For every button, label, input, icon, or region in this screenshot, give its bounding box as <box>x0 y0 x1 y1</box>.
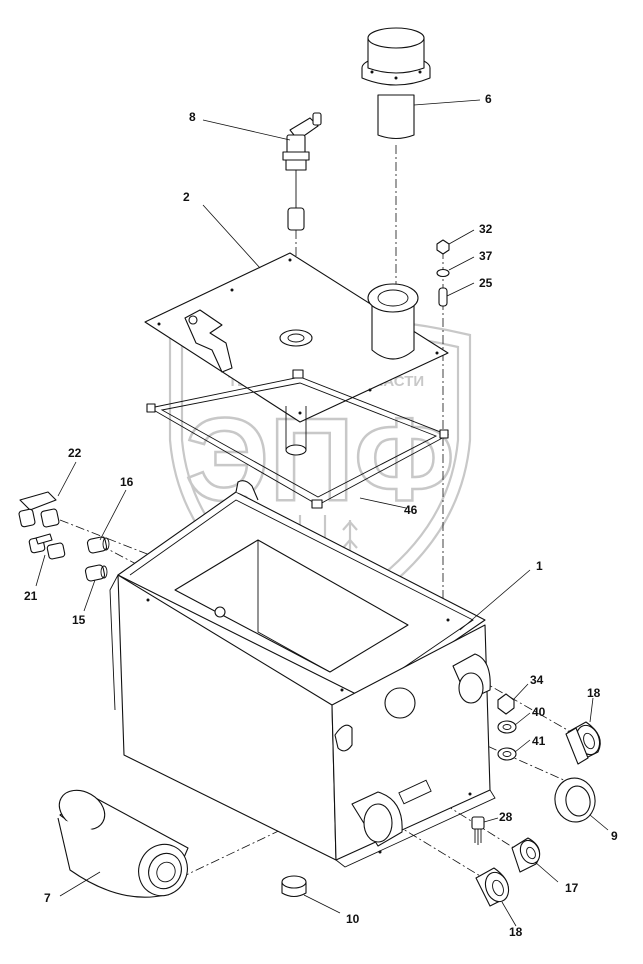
callout-9: 9 <box>611 829 618 843</box>
callout-21: 21 <box>24 589 38 603</box>
part-9-flange-ring <box>554 777 596 823</box>
part-17-nipple <box>511 837 541 873</box>
callout-16: 16 <box>120 475 134 489</box>
callout-7: 7 <box>44 891 51 905</box>
callout-28: 28 <box>499 810 513 824</box>
callout-labels: 8 2 6 32 37 25 22 16 21 15 46 1 34 40 41… <box>24 92 618 939</box>
part-10-drain-plug <box>281 875 307 898</box>
part-1-hydraulic-tank <box>109 480 496 868</box>
part-2-cover-plate <box>144 252 449 423</box>
callout-1: 1 <box>536 559 543 573</box>
callout-6: 6 <box>485 92 492 106</box>
callout-25: 25 <box>479 276 493 290</box>
callout-40: 40 <box>532 705 546 719</box>
part-8-level-sensor <box>282 112 322 231</box>
leader-lines <box>35 99 609 927</box>
callout-18-lower: 18 <box>509 925 523 939</box>
callout-34: 34 <box>530 673 544 687</box>
parts-32-37-25-fasteners <box>436 239 450 307</box>
part-46-gasket <box>146 369 450 509</box>
callout-10: 10 <box>346 912 360 926</box>
part-18-lower-adapter <box>475 867 510 907</box>
part-6-breather <box>361 27 431 140</box>
part-28-bolt <box>471 816 485 845</box>
callout-18-upper: 18 <box>587 686 601 700</box>
callout-17: 17 <box>565 881 579 895</box>
part-18-upper-adapter <box>565 721 601 765</box>
callout-8: 8 <box>189 110 196 124</box>
callout-41: 41 <box>532 734 546 748</box>
callout-22: 22 <box>68 446 82 460</box>
parts-21-22-15-16-fittings <box>18 491 110 582</box>
parts-34-40-41-washers <box>497 693 517 761</box>
callout-15: 15 <box>72 613 86 627</box>
callout-2: 2 <box>183 190 190 204</box>
callout-37: 37 <box>479 249 493 263</box>
part-7-filter-element <box>57 789 189 898</box>
callout-46: 46 <box>404 503 418 517</box>
callout-32: 32 <box>479 222 493 236</box>
